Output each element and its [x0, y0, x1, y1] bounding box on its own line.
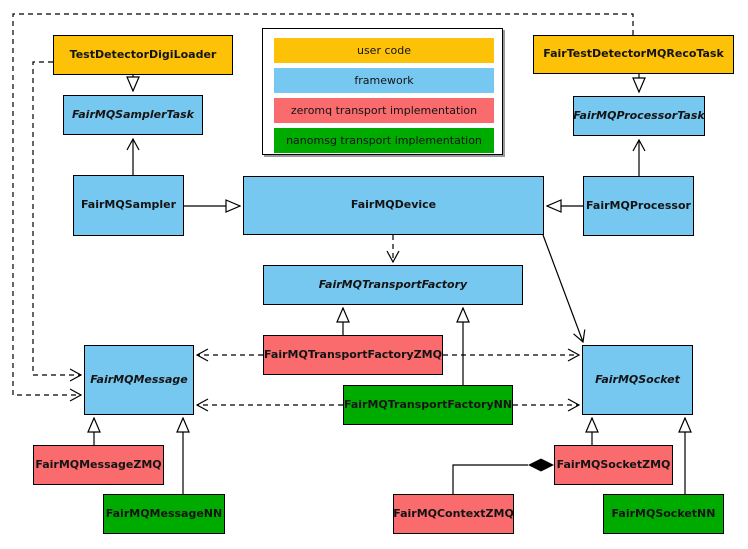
node-label: FairMQTransportFactoryZMQ [264, 347, 442, 361]
edge-device-to-socket [542, 234, 583, 342]
node-fairmqsampler: FairMQSampler [73, 175, 184, 236]
node-label: FairMQSocketNN [611, 506, 716, 520]
legend-item-user-code: user code [274, 38, 494, 63]
node-label: FairMQMessageZMQ [35, 457, 162, 471]
node-label: TestDetectorDigiLoader [69, 47, 217, 61]
edge-digiloader-uses-message [32, 61, 81, 375]
node-fairmqtransportfactorynn: FairMQTransportFactoryNN [343, 385, 513, 425]
legend-label: nanomsg transport implementation [286, 134, 482, 147]
node-label: FairMQSampler [80, 198, 177, 212]
edge-recotask-uses-message [12, 13, 634, 395]
node-fairmqsamplertask: FairMQSamplerTask [63, 95, 203, 135]
node-label: FairMQSocketZMQ [556, 457, 671, 471]
node-label: FairMQMessageNN [105, 506, 223, 520]
legend-item-nanomsg: nanomsg transport implementation [274, 128, 494, 153]
node-fairtestdetectormqrecotask: FairTestDetectorMQRecoTask [533, 35, 734, 74]
node-label: FairTestDetectorMQRecoTask [543, 47, 724, 61]
node-fairmqcontextzmq: FairMQContextZMQ [393, 494, 514, 534]
node-label: FairMQTransportFactory [318, 277, 468, 291]
node-fairmqmessagenn: FairMQMessageNN [103, 494, 225, 534]
node-fairmqtransportfactoryzmq: FairMQTransportFactoryZMQ [263, 335, 443, 375]
edge-contextzmq-composes-socketzmq [452, 464, 528, 494]
node-label: FairMQProcessorTask [573, 108, 705, 122]
legend-box: user code framework zeromq transport imp… [262, 28, 503, 155]
legend-label: user code [356, 44, 412, 57]
legend-label: zeromq transport implementation [290, 104, 478, 117]
node-fairmqprocessortask: FairMQProcessorTask [573, 96, 705, 136]
node-fairmqsocket: FairMQSocket [582, 345, 693, 415]
node-label: FairMQDevice [350, 198, 437, 212]
node-fairmqsocketzmq: FairMQSocketZMQ [554, 445, 673, 485]
node-label: FairMQSocket [595, 372, 680, 386]
node-fairmqmessage: FairMQMessage [84, 345, 194, 415]
legend-item-framework: framework [274, 68, 494, 93]
node-fairmqsocketnn: FairMQSocketNN [603, 494, 724, 534]
node-fairmqprocessor: FairMQProcessor [583, 176, 694, 236]
node-label: FairMQTransportFactoryNN [343, 397, 513, 411]
node-fairmqtransportfactory: FairMQTransportFactory [263, 265, 523, 305]
node-label: FairMQMessage [90, 372, 188, 386]
legend-item-zeromq: zeromq transport implementation [274, 98, 494, 123]
node-fairmqdevice: FairMQDevice [243, 176, 544, 235]
node-label: FairMQProcessor [586, 198, 691, 212]
node-label: FairMQContextZMQ [393, 506, 514, 520]
composition-diamond-icon [528, 458, 554, 472]
legend-label: framework [354, 74, 414, 87]
node-testdetectordigiloader: TestDetectorDigiLoader [53, 35, 233, 75]
node-fairmqmessagezmq: FairMQMessageZMQ [33, 445, 164, 485]
node-label: FairMQSamplerTask [72, 107, 194, 121]
